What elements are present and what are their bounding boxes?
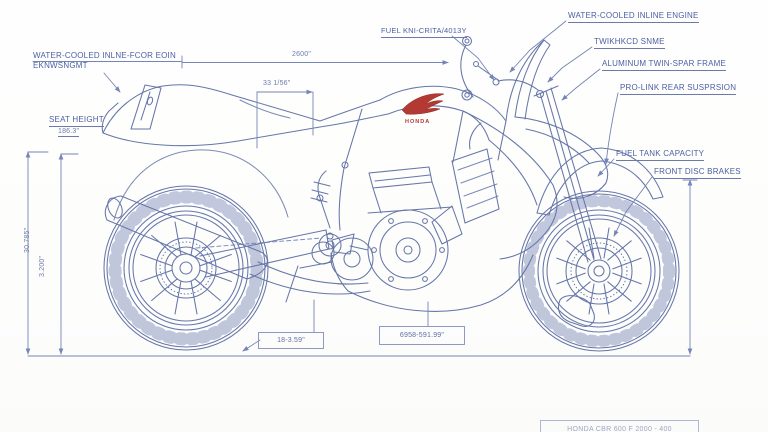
front-fork-and-fender bbox=[460, 35, 664, 263]
callout-left-engine: WATER-COOLED INLNE-FCOR EOIN EKNWSNGMT bbox=[33, 51, 176, 72]
dim-overall-height: 30.785" bbox=[24, 227, 31, 253]
callout-left-engine-line1: WATER-COOLED INLNE-FCOR EOIN bbox=[33, 51, 176, 60]
front-brake-caliper bbox=[557, 295, 595, 327]
front-wheel bbox=[518, 190, 680, 352]
rear-wheel bbox=[103, 185, 269, 351]
honda-brand-text: HONDA bbox=[405, 119, 430, 125]
dim-wheelbase-box: 6958-591.99" bbox=[379, 326, 465, 345]
honda-wing-icon bbox=[401, 93, 445, 115]
title-block: HONDA CBR 600 F 2000 - 400 bbox=[540, 420, 699, 432]
callout-fuel-tank-capacity: FUEL TANK CAPACITY bbox=[616, 149, 705, 162]
callout-left-engine-line2: EKNWSNGMT bbox=[33, 61, 88, 71]
callout-aluminum-twin-spar-frame: ALUMINUM TWIN-SPAR FRAME bbox=[602, 59, 727, 72]
dim-inner-height: 3.200" bbox=[39, 255, 46, 277]
engine bbox=[311, 166, 453, 291]
honda-logo: HONDA bbox=[401, 93, 445, 125]
exhaust bbox=[104, 195, 371, 295]
radiator bbox=[451, 122, 500, 224]
frame bbox=[338, 108, 507, 245]
callout-water-cooled-inline-engine: WATER-COOLED INLINE ENGINE bbox=[568, 11, 699, 24]
callout-front-disc-brakes: FRONT DISC BRAKES bbox=[654, 167, 741, 180]
tail-and-seat bbox=[101, 84, 389, 221]
dimension-lines bbox=[25, 20, 698, 357]
title-block-text: HONDA CBR 600 F 2000 - 400 bbox=[567, 426, 672, 432]
dim-rear-wheel-box: 18-3.59" bbox=[258, 332, 324, 349]
callout-seat-height: SEAT HEIGHT bbox=[49, 115, 104, 128]
callout-pro-link-rear-suspension: PRO-LINK REAR SUSPRSION bbox=[620, 83, 737, 96]
footpeg-and-linkage bbox=[285, 89, 545, 303]
dim-seat-to-front: 33 1/56" bbox=[263, 80, 291, 87]
dim-overall-length: 2600" bbox=[292, 51, 312, 58]
callout-twin-cam: TWIKHKCD SNME bbox=[594, 37, 665, 50]
rear-suspension bbox=[310, 170, 331, 229]
seat-height-value: 186.3" bbox=[58, 128, 80, 137]
callout-fuel-top: FUEL KNI-CRITA/4013Y bbox=[381, 26, 467, 38]
